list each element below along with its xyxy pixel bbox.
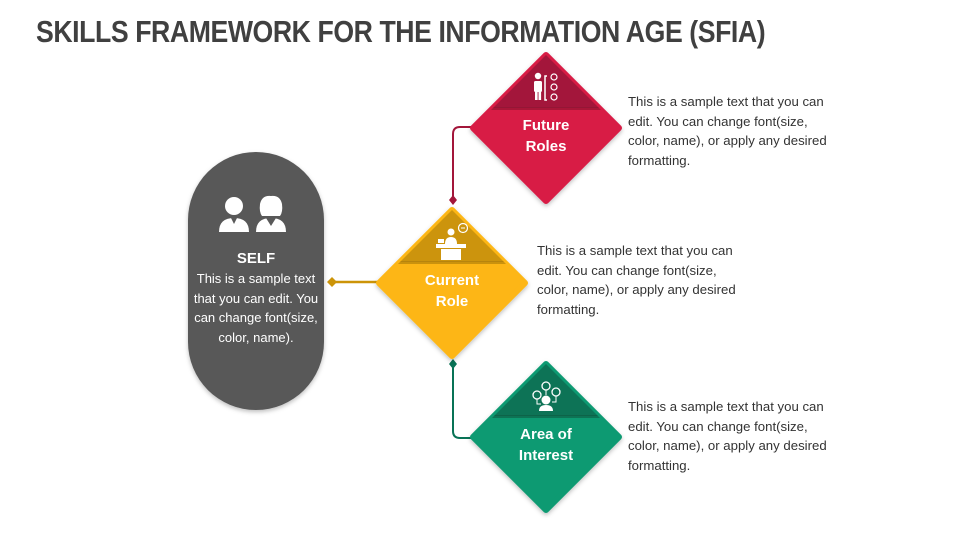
area-of-interest-label-line2: Interest [518,447,574,464]
connector-area-of-interest [449,359,474,439]
self-text-block: SELF This is a sample text that you can … [188,250,324,347]
self-description: This is a sample text that you can edit.… [193,271,319,345]
area-of-interest-label-line1: Area of [520,426,572,443]
future-roles-label-line1: Future [522,117,570,134]
future-roles-description: This is a sample text that you can edit.… [628,94,827,168]
users-icon [219,195,286,232]
area-of-interest-label: Area of Interest [486,424,606,466]
future-roles-label-line2: Roles [525,138,567,155]
interests-icon [532,381,561,411]
current-role-label: Current Role [392,270,512,312]
current-role-description: This is a sample text that you can edit.… [537,243,736,317]
area-of-interest-description: This is a sample text that you can edit.… [628,399,827,473]
current-role-label-line2: Role [435,293,469,310]
desk-worker-icon [436,222,469,260]
self-title: SELF [236,250,276,267]
connector-self [327,277,380,287]
current-role-label-line1: Current [424,272,480,289]
self-pill [188,152,324,410]
career-path-icon [534,72,558,101]
future-roles-label: Future Roles [486,115,606,157]
connector-future-roles [449,126,474,205]
page-title: SKILLS FRAMEWORK FOR THE INFORMATION AGE… [36,14,766,49]
